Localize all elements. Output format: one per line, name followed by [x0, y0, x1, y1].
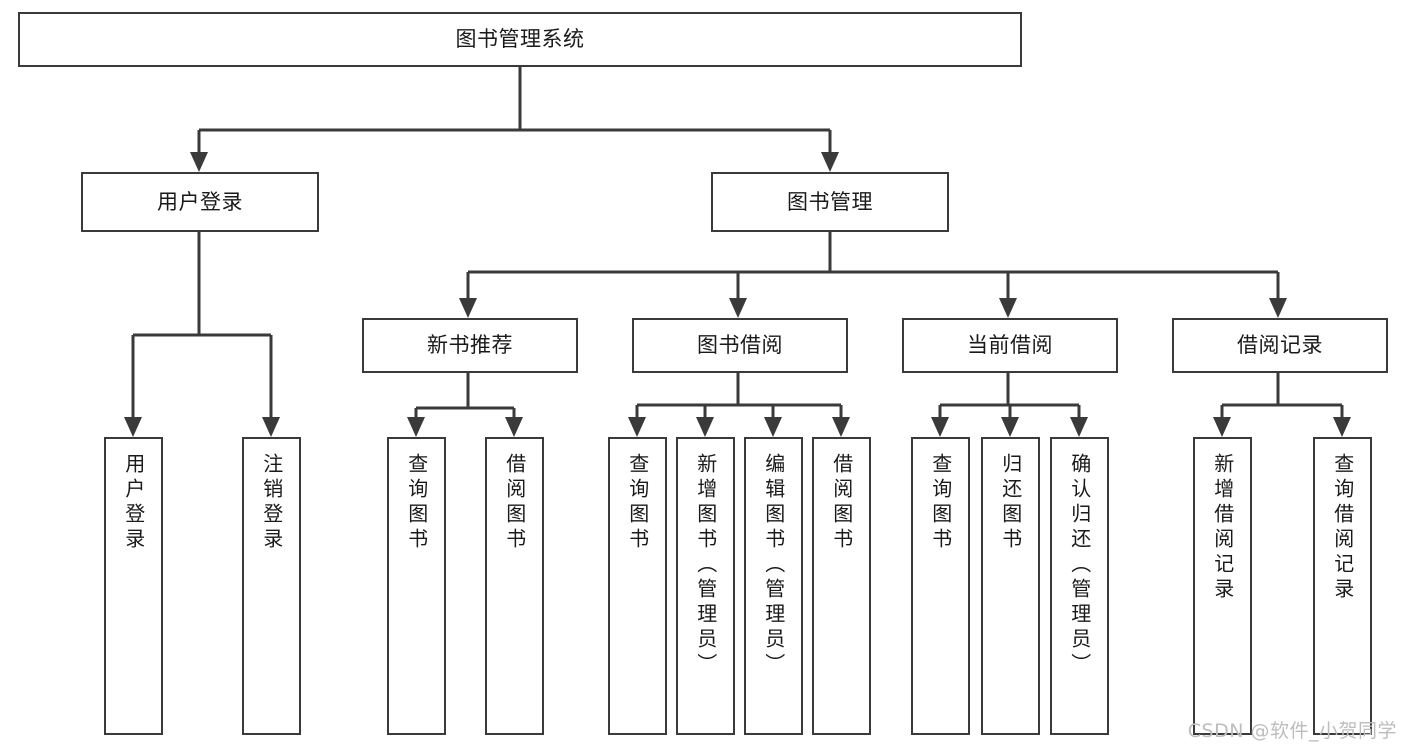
arrowhead-icon-borrow_records_to_leaves-0 — [1213, 417, 1231, 437]
node-label-leaf-query-book-current: 查询图书 — [928, 453, 953, 553]
node-label-leaf-query-book: 查询图书 — [625, 453, 650, 553]
node-label-leaf-borrow-book-recommend: 借阅图书 — [502, 453, 527, 553]
arrowhead-icon-book_management_to_level3-3 — [1269, 298, 1287, 318]
node-label-borrow-records: 借阅记录 — [1237, 333, 1323, 358]
arrowhead-icon-book_management_to_level3-2 — [999, 298, 1017, 318]
node-label-leaf-confirm-return-admin: 确认归还（管理员） — [1067, 453, 1092, 678]
node-label-current-borrow: 当前借阅 — [967, 333, 1053, 358]
node-leaf-return-book: 归还图书 — [981, 437, 1040, 735]
arrowhead-icon-borrow_records_to_leaves-1 — [1333, 417, 1351, 437]
node-label-leaf-user-login: 用户登录 — [121, 453, 146, 553]
node-new-book-recommend: 新书推荐 — [362, 318, 578, 373]
node-label-book-management: 图书管理 — [787, 189, 873, 214]
node-leaf-query-book-recommend: 查询图书 — [387, 437, 446, 735]
node-book-borrow: 图书借阅 — [632, 318, 848, 373]
node-leaf-query-borrow-record: 查询借阅记录 — [1313, 437, 1372, 735]
node-leaf-query-book: 查询图书 — [608, 437, 667, 735]
arrowhead-icon-current_borrow_to_leaves-0 — [931, 417, 949, 437]
node-leaf-confirm-return-admin: 确认归还（管理员） — [1050, 437, 1109, 735]
node-leaf-add-borrow-record: 新增借阅记录 — [1193, 437, 1252, 735]
node-label-leaf-add-borrow-record: 新增借阅记录 — [1210, 453, 1235, 603]
node-label-leaf-edit-book-admin: 编辑图书（管理员） — [761, 453, 786, 678]
node-leaf-edit-book-admin: 编辑图书（管理员） — [744, 437, 803, 735]
arrowhead-icon-book_borrow_to_leaves-3 — [832, 417, 850, 437]
watermark: CSDN @软件_小贺同学 — [1187, 720, 1397, 742]
arrowhead-icon-book_management_to_level3-1 — [729, 298, 747, 318]
node-leaf-borrow-book: 借阅图书 — [812, 437, 871, 735]
arrowhead-icon-root_to_level2-0 — [190, 152, 208, 172]
node-label-leaf-return-book: 归还图书 — [998, 453, 1023, 553]
node-label-user-login: 用户登录 — [157, 189, 243, 214]
node-label-book-borrow: 图书借阅 — [697, 333, 783, 358]
node-current-borrow: 当前借阅 — [902, 318, 1118, 373]
node-label-leaf-query-borrow-record: 查询借阅记录 — [1330, 453, 1355, 603]
node-user-login: 用户登录 — [81, 172, 319, 232]
node-leaf-add-book-admin: 新增图书（管理员） — [676, 437, 735, 735]
node-book-management: 图书管理 — [711, 172, 949, 232]
node-leaf-query-book-current: 查询图书 — [911, 437, 970, 735]
arrowhead-icon-book_borrow_to_leaves-2 — [764, 417, 782, 437]
node-label-leaf-query-book-recommend: 查询图书 — [404, 453, 429, 553]
arrowhead-icon-current_borrow_to_leaves-1 — [1001, 417, 1019, 437]
node-root: 图书管理系统 — [18, 12, 1022, 67]
node-label-root: 图书管理系统 — [455, 27, 585, 52]
arrowhead-icon-user_login_to_leaves-0 — [124, 417, 142, 437]
arrowhead-icon-book_borrow_to_leaves-1 — [696, 417, 714, 437]
arrowhead-icon-new_book_recommend_to_leaves-0 — [407, 417, 425, 437]
arrowhead-icon-book_management_to_level3-0 — [459, 298, 477, 318]
arrowhead-icon-root_to_level2-1 — [821, 152, 839, 172]
arrowhead-icon-user_login_to_leaves-1 — [262, 417, 280, 437]
arrowhead-icon-current_borrow_to_leaves-2 — [1070, 417, 1088, 437]
arrowhead-icon-book_borrow_to_leaves-0 — [628, 417, 646, 437]
node-leaf-user-login: 用户登录 — [104, 437, 163, 735]
arrowhead-icon-new_book_recommend_to_leaves-1 — [505, 417, 523, 437]
node-borrow-records: 借阅记录 — [1172, 318, 1388, 373]
node-label-leaf-logout: 注销登录 — [259, 453, 284, 553]
node-label-leaf-add-book-admin: 新增图书（管理员） — [693, 453, 718, 678]
node-label-leaf-borrow-book: 借阅图书 — [829, 453, 854, 553]
node-leaf-borrow-book-recommend: 借阅图书 — [485, 437, 544, 735]
node-leaf-logout: 注销登录 — [242, 437, 301, 735]
node-label-new-book-recommend: 新书推荐 — [427, 333, 513, 358]
